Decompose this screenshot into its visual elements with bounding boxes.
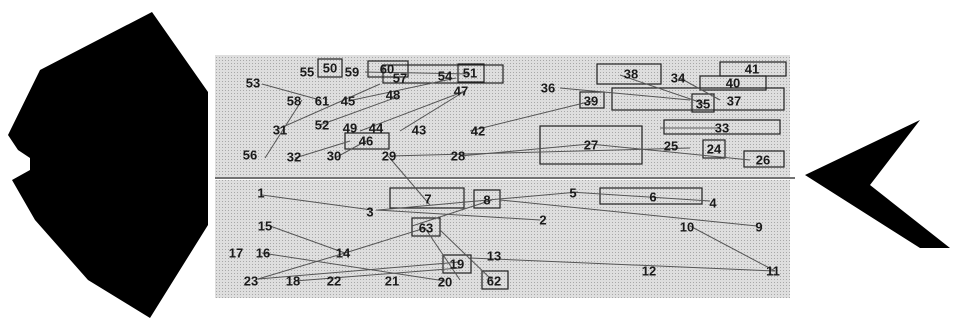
label-59: 59	[345, 66, 359, 79]
label-23: 23	[244, 275, 258, 288]
label-10: 10	[680, 221, 694, 234]
label-7: 7	[424, 193, 431, 206]
label-58: 58	[287, 95, 301, 108]
label-15: 15	[258, 220, 272, 233]
label-8: 8	[483, 194, 490, 207]
label-39: 39	[584, 95, 598, 108]
label-1: 1	[257, 187, 264, 200]
label-35: 35	[696, 98, 710, 111]
label-25: 25	[664, 140, 678, 153]
label-30: 30	[327, 150, 341, 163]
label-21: 21	[385, 275, 399, 288]
label-46: 46	[359, 135, 373, 148]
label-29: 29	[382, 150, 396, 163]
label-57: 57	[393, 72, 407, 85]
label-51: 51	[463, 67, 477, 80]
label-26: 26	[756, 154, 770, 167]
label-2: 2	[539, 214, 546, 227]
label-61: 61	[315, 95, 329, 108]
label-37: 37	[727, 95, 741, 108]
label-50: 50	[323, 62, 337, 75]
label-41: 41	[745, 63, 759, 76]
label-52: 52	[315, 119, 329, 132]
label-60: 60	[380, 63, 394, 76]
label-20: 20	[438, 276, 452, 289]
label-40: 40	[726, 77, 740, 90]
fish-tail-silhouette	[805, 120, 950, 248]
label-56: 56	[243, 149, 257, 162]
label-12: 12	[642, 265, 656, 278]
label-31: 31	[273, 124, 287, 137]
label-48: 48	[386, 89, 400, 102]
label-36: 36	[541, 82, 555, 95]
label-16: 16	[256, 247, 270, 260]
label-47: 47	[454, 85, 468, 98]
label-43: 43	[412, 124, 426, 137]
label-27: 27	[584, 139, 598, 152]
label-62: 62	[487, 275, 501, 288]
label-24: 24	[707, 143, 721, 156]
label-33: 33	[715, 122, 729, 135]
label-6: 6	[649, 191, 656, 204]
label-28: 28	[451, 150, 465, 163]
label-32: 32	[287, 151, 301, 164]
label-22: 22	[327, 275, 341, 288]
label-9: 9	[755, 221, 762, 234]
label-5: 5	[569, 187, 576, 200]
label-55: 55	[300, 66, 314, 79]
label-53: 53	[246, 77, 260, 90]
label-45: 45	[341, 95, 355, 108]
label-63: 63	[419, 222, 433, 235]
label-49: 49	[343, 122, 357, 135]
label-11: 11	[766, 265, 780, 278]
label-4: 4	[709, 197, 716, 210]
label-54: 54	[438, 70, 452, 83]
label-13: 13	[487, 250, 501, 263]
label-19: 19	[450, 258, 464, 271]
label-34: 34	[671, 72, 685, 85]
label-18: 18	[286, 275, 300, 288]
label-17: 17	[229, 247, 243, 260]
label-3: 3	[366, 206, 373, 219]
label-14: 14	[336, 247, 350, 260]
label-42: 42	[471, 125, 485, 138]
label-38: 38	[624, 68, 638, 81]
fish-head-silhouette	[8, 12, 208, 318]
